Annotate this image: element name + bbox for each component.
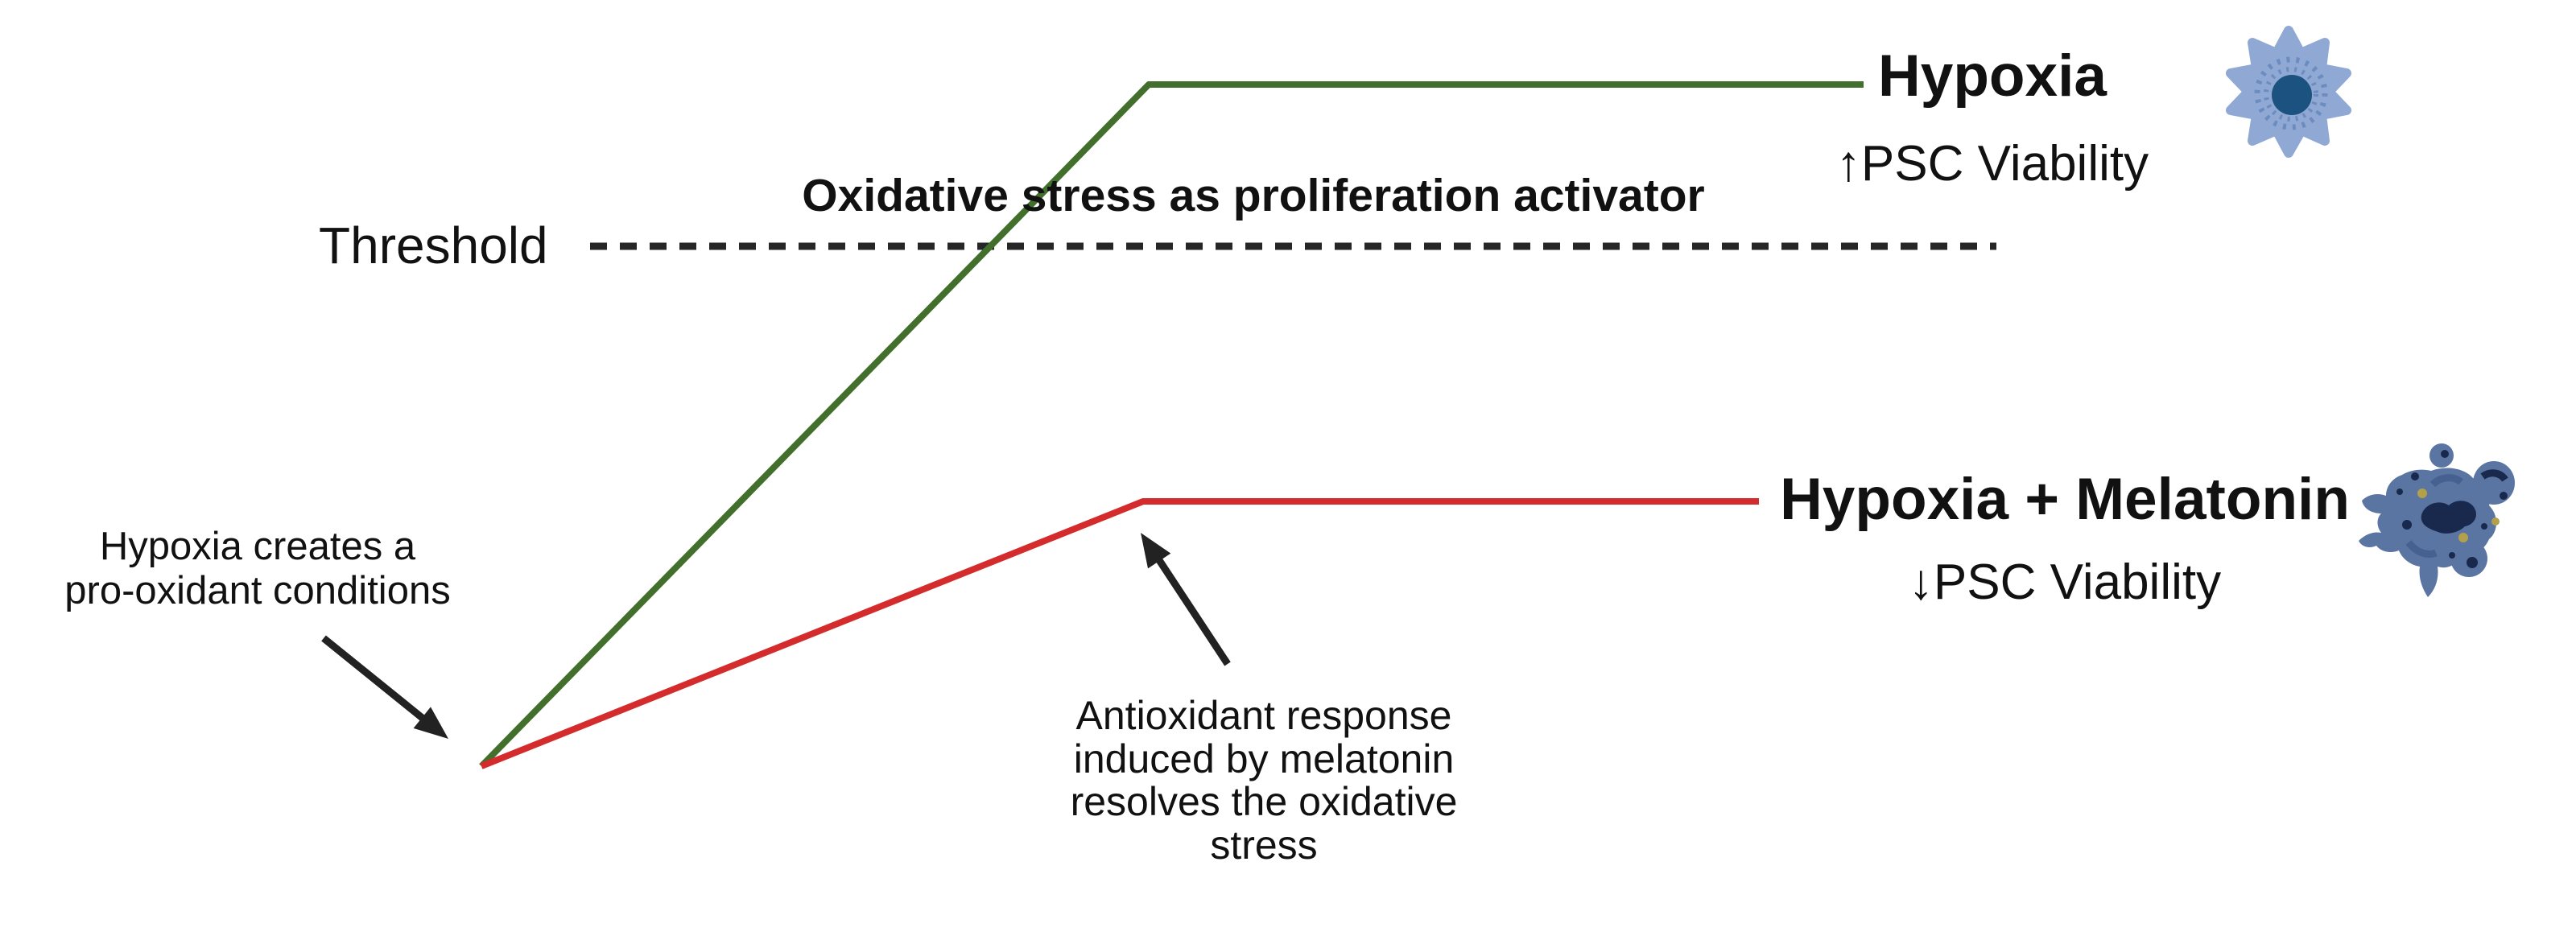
amoeboid-cell-bleb-topright-dot — [2500, 492, 2508, 500]
legend-hypoxia-melatonin: Hypoxia + Melatonin ↓PSC Viability — [1763, 470, 2367, 608]
amoeboid-cell-yellow-dot-1 — [2417, 489, 2427, 498]
annotation-antioxidant-line1: Antioxidant response — [1075, 693, 1452, 738]
annotation-antioxidant-line3: resolves the oxidative — [1070, 779, 1458, 824]
annotation-antioxidant-line4: stress — [1210, 822, 1318, 868]
legend-hypoxia-melatonin-label: Hypoxia + Melatonin — [1780, 467, 2350, 532]
antioxidant-arrowhead-icon — [1141, 533, 1171, 569]
amoeboid-cell-bleb-bottom-dot — [2467, 557, 2478, 568]
annotation-pro-oxidant: Hypoxia creates a pro-oxidant conditions — [44, 525, 471, 613]
stellate-cell-body-outline — [2226, 26, 2351, 158]
threshold-label: Threshold — [319, 216, 548, 274]
hypoxia-line — [479, 81, 1864, 769]
stellate-psc-cell-icon — [2226, 26, 2351, 158]
pro-oxidant-arrow-shaft — [321, 635, 427, 723]
antioxidant-arrow — [1141, 533, 1231, 666]
amoeboid-cell-organelle-arc-top — [2429, 474, 2463, 488]
amoeboid-cell-bleb-top-dot — [2441, 450, 2449, 458]
annotation-pro-oxidant-line1: Hypoxia creates a — [99, 525, 416, 568]
stellate-cell-nucleus — [2272, 75, 2312, 115]
amoeboid-cell-spot-4 — [2449, 552, 2455, 559]
amoeboid-cell-bleb-left-dot — [2396, 489, 2403, 495]
annotation-antioxidant: Antioxidant response induced by melatoni… — [1030, 693, 1497, 868]
amoeboid-cell-spot-3 — [2481, 523, 2487, 530]
annotation-pro-oxidant-line2: pro-oxidant conditions — [64, 568, 451, 612]
hypoxia-melatonin-line — [480, 498, 1759, 769]
amoeboid-cell-spot-2 — [2402, 520, 2412, 530]
legend-hypoxia: Hypoxia ↑PSC Viability — [1791, 47, 2194, 189]
amoeboid-cell-organelle-arc-bottom — [2405, 540, 2438, 558]
legend-hypoxia-label: Hypoxia — [1878, 43, 2107, 109]
annotation-antioxidant-line2: induced by melatonin — [1073, 736, 1455, 781]
amoeboid-cell-yellow-dot-2 — [2458, 533, 2468, 542]
amoeboid-cell-spot-1 — [2411, 472, 2419, 480]
legend-hypoxia-effect: ↑PSC Viability — [1835, 136, 2149, 192]
stellate-cell-texture-ring-inner — [2264, 67, 2318, 122]
amoeboid-cell-bleb-topright — [2473, 461, 2515, 505]
stress-title: Oxidative stress as proliferation activa… — [802, 170, 1705, 221]
pro-oxidant-arrow — [321, 635, 448, 739]
amoeboid-cell-yellow-dot-3 — [2491, 517, 2500, 526]
amoeboid-psc-cell-icon — [2359, 443, 2515, 597]
amoeboid-cell-bleb-topright-mark — [2480, 469, 2508, 482]
amoeboid-cell-nucleus — [2421, 501, 2476, 534]
pro-oxidant-arrowhead-icon — [413, 707, 448, 739]
stellate-cell-texture-ring-outer — [2254, 56, 2328, 130]
antioxidant-arrow-shaft — [1156, 558, 1231, 666]
legend-hypoxia-melatonin-effect: ↓PSC Viability — [1908, 555, 2222, 610]
